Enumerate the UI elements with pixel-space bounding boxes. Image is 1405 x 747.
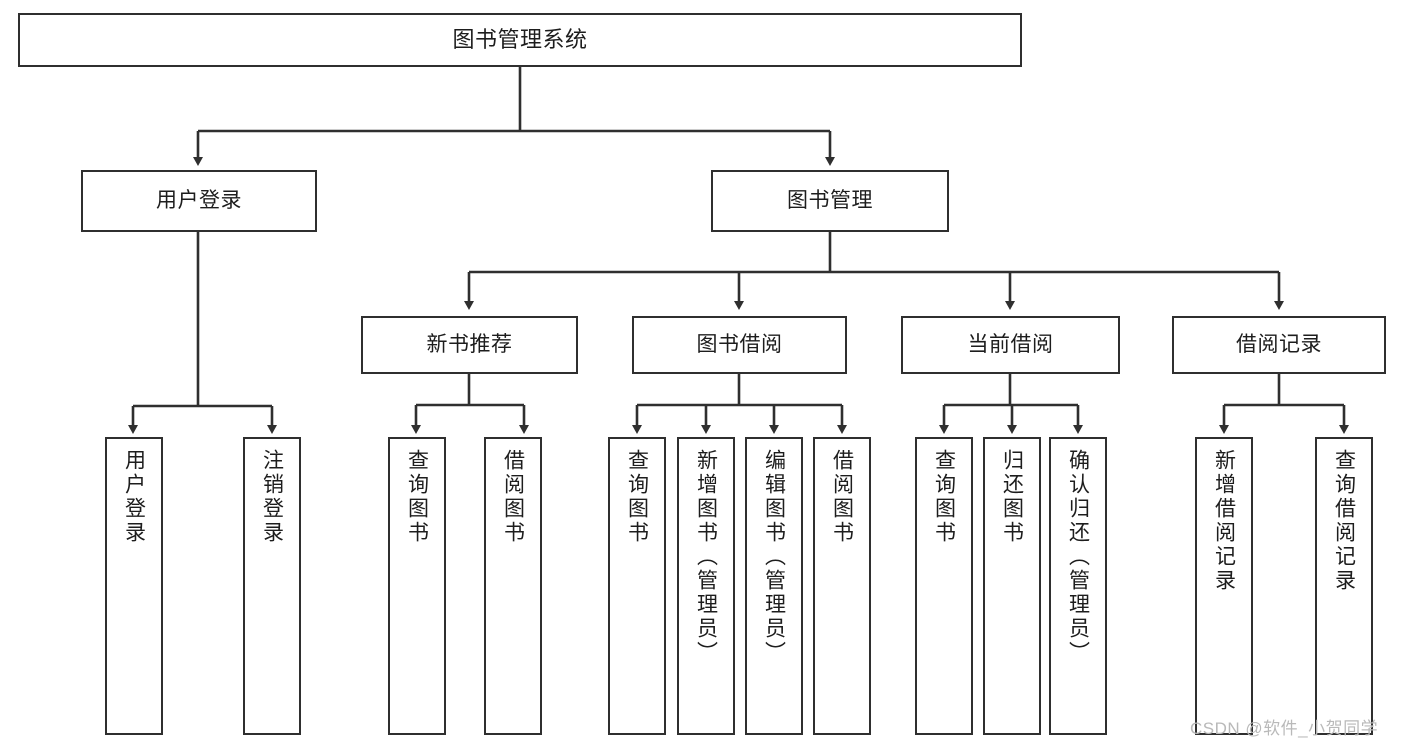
node-label: 借阅图书 — [501, 449, 525, 545]
node-label: 用户登录 — [122, 449, 146, 545]
node-label: 查询借阅记录 — [1332, 449, 1356, 593]
node-label: 查询图书 — [932, 449, 956, 545]
node-leaf-borrow-query-book[interactable]: 查询图书 — [608, 437, 666, 735]
node-root-system[interactable]: 图书管理系统 — [18, 13, 1022, 67]
node-book-borrow[interactable]: 图书借阅 — [632, 316, 847, 374]
node-user-login[interactable]: 用户登录 — [81, 170, 317, 232]
node-label: 新书推荐 — [426, 332, 513, 356]
node-current-borrow[interactable]: 当前借阅 — [901, 316, 1120, 374]
node-borrow-record[interactable]: 借阅记录 — [1172, 316, 1386, 374]
node-label: 图书借阅 — [696, 332, 783, 356]
node-label: 图书管理 — [787, 188, 873, 212]
node-label: 归还图书 — [1000, 449, 1024, 545]
node-label: 查询图书 — [405, 449, 429, 545]
node-label: 编辑图书（管理员） — [762, 449, 786, 665]
node-label: 当前借阅 — [967, 332, 1054, 356]
node-label: 新增图书（管理员） — [694, 449, 718, 665]
node-new-book-recommend[interactable]: 新书推荐 — [361, 316, 578, 374]
node-label: 用户登录 — [156, 188, 242, 212]
node-label: 确认归还（管理员） — [1066, 449, 1090, 665]
node-label: 注销登录 — [260, 449, 284, 545]
node-leaf-logout[interactable]: 注销登录 — [243, 437, 301, 735]
node-leaf-add-borrow-record[interactable]: 新增借阅记录 — [1195, 437, 1253, 735]
node-leaf-current-query-book[interactable]: 查询图书 — [915, 437, 973, 735]
node-leaf-query-borrow-record[interactable]: 查询借阅记录 — [1315, 437, 1373, 735]
node-leaf-recommend-borrow-book[interactable]: 借阅图书 — [484, 437, 542, 735]
node-leaf-return-book[interactable]: 归还图书 — [983, 437, 1041, 735]
node-book-management[interactable]: 图书管理 — [711, 170, 949, 232]
node-leaf-user-login[interactable]: 用户登录 — [105, 437, 163, 735]
node-label: 借阅记录 — [1236, 332, 1322, 356]
node-label: 图书管理系统 — [452, 27, 588, 53]
node-label: 借阅图书 — [830, 449, 854, 545]
node-leaf-edit-book-admin[interactable]: 编辑图书（管理员） — [745, 437, 803, 735]
node-label: 查询图书 — [625, 449, 649, 545]
csdn-watermark: CSDN @软件_小贺同学 — [1190, 719, 1379, 738]
node-leaf-borrow-book[interactable]: 借阅图书 — [813, 437, 871, 735]
node-leaf-add-book-admin[interactable]: 新增图书（管理员） — [677, 437, 735, 735]
node-leaf-confirm-return-admin[interactable]: 确认归还（管理员） — [1049, 437, 1107, 735]
node-leaf-recommend-query-book[interactable]: 查询图书 — [388, 437, 446, 735]
node-label: 新增借阅记录 — [1212, 449, 1236, 593]
